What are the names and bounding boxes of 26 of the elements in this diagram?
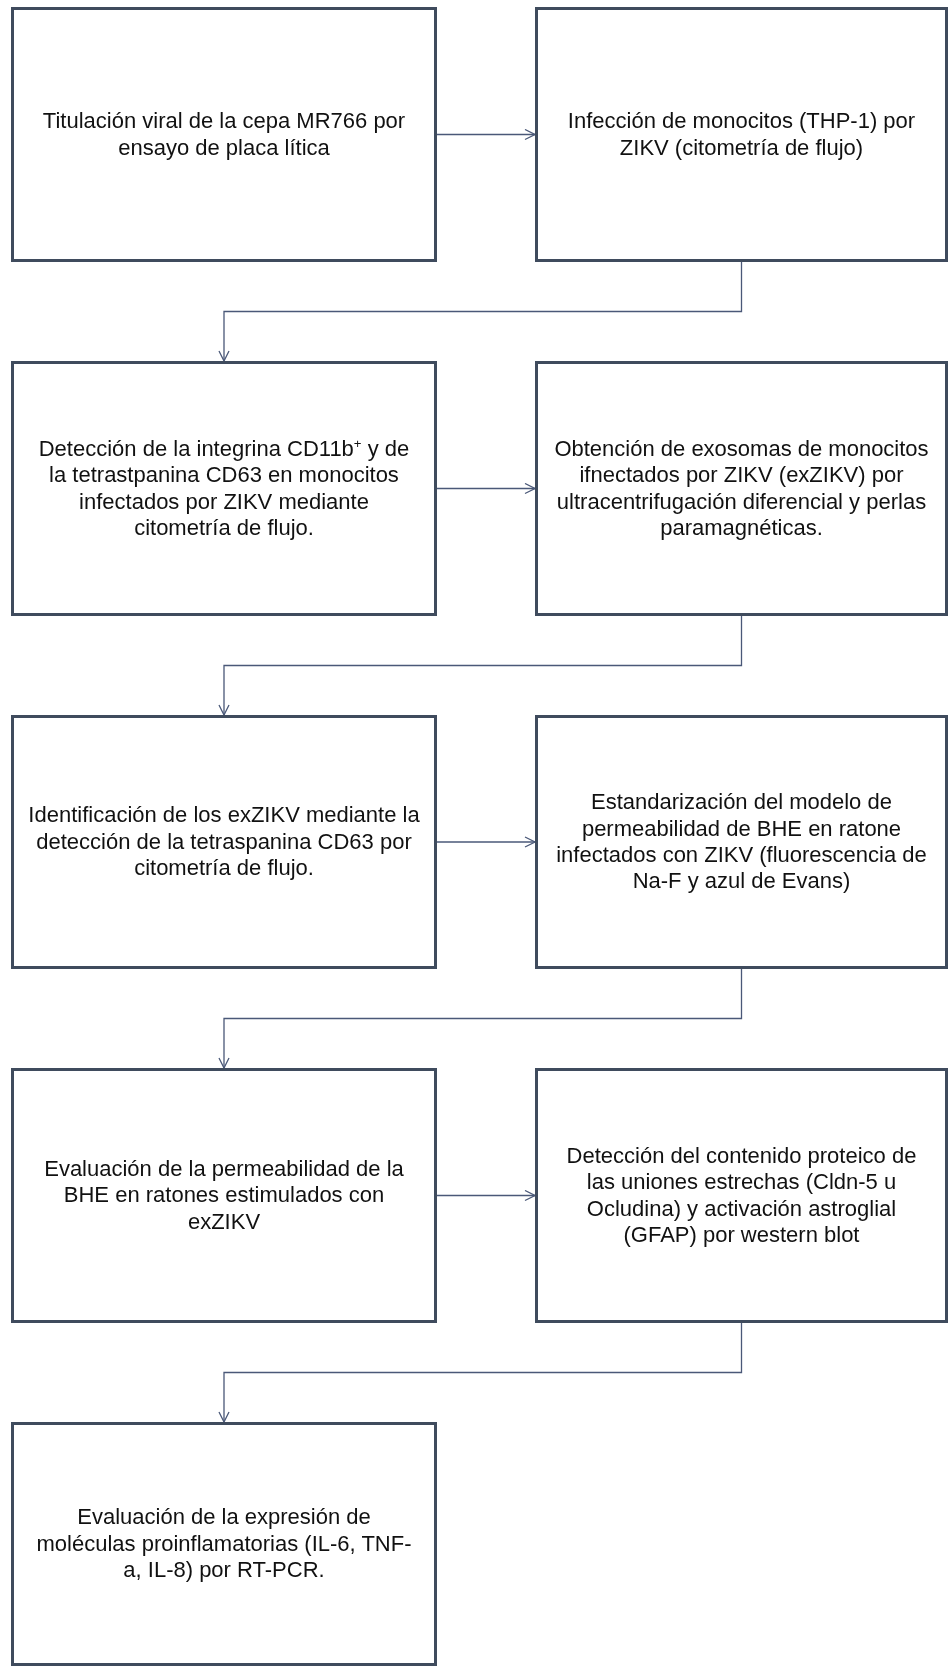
step-text: Titulación viral de la cepa MR766 por ensayo de placa lítica — [41, 108, 407, 161]
process-box — [11, 1068, 437, 1323]
step-text: Obtención de exosomas de monocitos ifnectados por ZIKV (exZIKV) por ultracentrifugación diferencial y perlas paramagnéticas. — [553, 435, 930, 542]
arrow — [218, 261, 743, 362]
process-box — [11, 715, 437, 969]
arrow — [436, 482, 536, 495]
step-text: Detección de la integrina CD11b$^{+}$ y de la tetrastpanina CD63 en monocitos infectados por ZIKV mediante citometría de flujo. — [37, 435, 411, 542]
arrow — [218, 615, 743, 716]
process-box — [535, 1068, 948, 1323]
step-text: Evaluación de la permeabilidad de la BHE en ratones estimulados con exZIKV — [43, 1155, 405, 1236]
arrow — [436, 128, 536, 141]
step-text: Infección de monocitos (THP-1) por ZIKV (citometría de flujo) — [566, 108, 917, 161]
process-box — [535, 715, 948, 969]
arrow — [218, 1322, 743, 1423]
step-text: Detección del contenido proteico de las uniones estrechas (Cldn-5 u Ocludina) y activación astroglial (GFAP) por western blot — [565, 1142, 918, 1249]
process-box — [535, 361, 948, 616]
arrow — [218, 968, 743, 1069]
process-box — [11, 7, 437, 262]
process-box — [11, 1422, 437, 1666]
step-text: Estandarización del modelo de permeabilidad de BHE en ratone infectados con ZIKV (fluorescencia de Na-F y azul de Evans) — [555, 789, 928, 895]
step-text: Evaluación de la expresión de moléculas proinflamatorias (IL-6, TNF-a, IL-8) por RT-PCR. — [35, 1504, 413, 1584]
step-text: Identificación de los exZIKV mediante la detección de la tetraspanina CD63 por citometría de flujo. — [28, 802, 420, 882]
arrow — [436, 836, 536, 848]
process-box — [535, 7, 948, 262]
process-box — [11, 361, 437, 616]
arrow — [436, 1189, 536, 1202]
